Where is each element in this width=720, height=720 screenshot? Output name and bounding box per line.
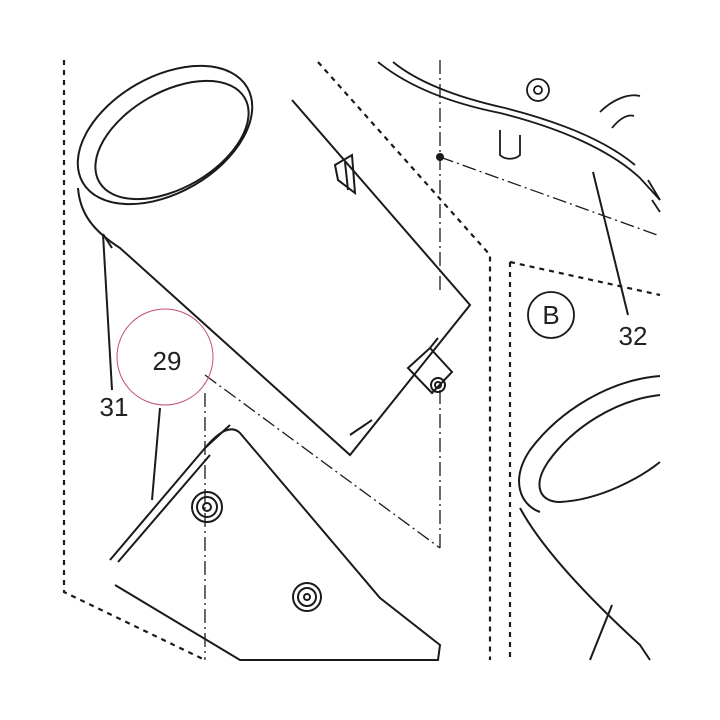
leader-lines (102, 171, 629, 501)
alignment-point (436, 153, 444, 161)
exhaust-tip-outer-opening (76, 64, 254, 206)
alignment-lines (204, 60, 661, 660)
callout-32: 32 (619, 321, 648, 351)
lower-bracket-outline (109, 428, 442, 661)
detail-b-exhaust-tip (518, 375, 661, 661)
leader-line-29 (151, 407, 161, 501)
exhaust-tip-inner-opening (94, 79, 250, 201)
detail-b-circle (527, 291, 575, 339)
section-borders (62, 60, 661, 661)
bracket-part-32 (377, 61, 661, 213)
left-section-border (62, 60, 206, 661)
leader-line-32 (592, 171, 629, 316)
lower-bracket (109, 424, 442, 661)
leader-line-31 (102, 233, 113, 391)
exhaust-tip-part-31 (76, 64, 472, 457)
alignment-line-diagonal-mid (204, 374, 441, 549)
highlight-circle-29 (116, 308, 214, 406)
detail-b-label: B (542, 300, 559, 330)
detail-b-section-border (509, 260, 661, 297)
callout-29: 29 (153, 346, 182, 376)
callout-31: 31 (100, 392, 129, 422)
exhaust-tip-body (77, 99, 472, 457)
center-section-border (317, 61, 492, 660)
alignment-line-diagonal-top (439, 156, 661, 237)
